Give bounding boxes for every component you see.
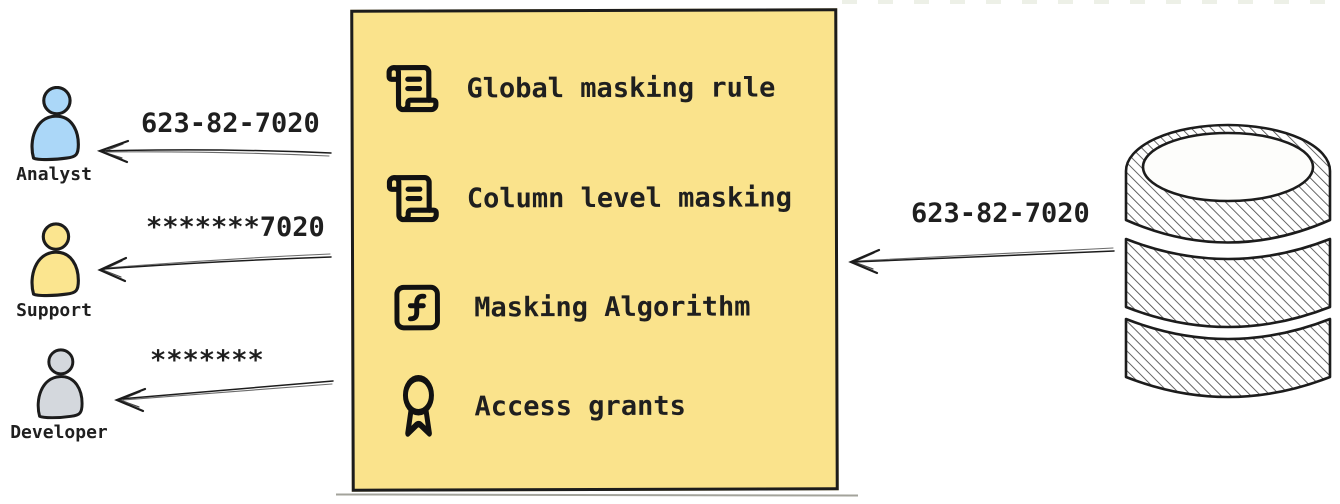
persona-support-label: Support	[16, 300, 92, 321]
function-square-icon	[394, 284, 440, 331]
masking-item-column-level: Column level masking	[385, 169, 792, 226]
masking-item-label: Column level masking	[466, 181, 792, 214]
persona-analyst: Analyst	[8, 86, 100, 185]
masking-item-label: Access grants	[474, 390, 686, 422]
arrow-from-database	[848, 247, 1115, 275]
masking-item-global-rule: Global masking rule	[384, 59, 775, 116]
masked-value-support: *******7020	[146, 212, 325, 243]
arrow-to-analyst	[96, 139, 332, 164]
persona-developer: Developer	[4, 348, 114, 443]
developer-person-icon	[36, 348, 84, 420]
masking-rules-box: Global masking rule Column level masking…	[350, 8, 839, 492]
database-icon	[1124, 123, 1332, 399]
masking-item-label: Masking Algorithm	[474, 291, 751, 323]
database-output-value: 623-82-7020	[911, 198, 1090, 229]
arrow-to-support	[97, 253, 332, 283]
scroll-text-icon	[386, 64, 439, 113]
award-icon	[402, 374, 434, 437]
persona-support: Support	[6, 222, 102, 321]
analyst-person-icon	[30, 86, 80, 162]
arrow-to-developer	[114, 380, 334, 413]
persona-developer-label: Developer	[10, 422, 108, 443]
support-person-icon	[30, 222, 80, 298]
masked-value-developer: *******	[150, 345, 264, 376]
masking-item-access-grants: Access grants	[392, 372, 686, 441]
scroll-text-icon	[386, 174, 439, 223]
canvas-edge-dashes	[842, 0, 1340, 4]
masking-item-algorithm: Masking Algorithm	[390, 280, 751, 335]
masked-value-analyst: 623-82-7020	[141, 108, 320, 139]
persona-analyst-label: Analyst	[16, 164, 92, 185]
masking-item-label: Global masking rule	[466, 71, 776, 104]
